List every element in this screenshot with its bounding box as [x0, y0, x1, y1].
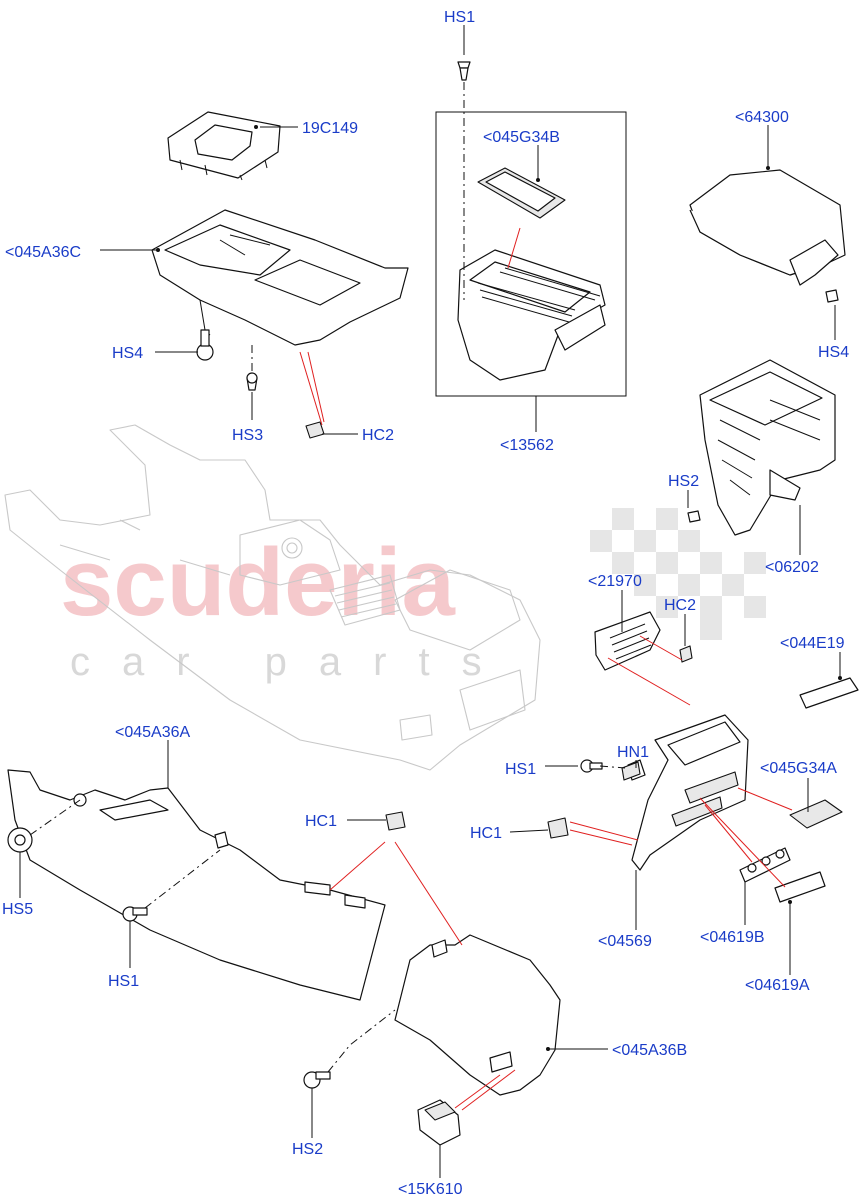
label-hs4-right: HS4	[818, 344, 849, 361]
label-04569: <04569	[598, 933, 652, 950]
label-045A36C: <045A36C	[5, 244, 81, 261]
part-15K610	[417, 1099, 461, 1146]
part-04569	[627, 714, 749, 871]
reference-lines	[299, 227, 793, 1111]
fastener-hs1-mid	[580, 759, 641, 781]
label-hs2-right: HS2	[668, 473, 699, 490]
part-64300	[689, 166, 846, 303]
ghost-console	[4, 424, 541, 771]
label-hs2-bottom: HS2	[292, 1141, 323, 1158]
watermark: scuderia car parts	[60, 508, 766, 684]
fastener-hs2-bottom	[303, 1071, 331, 1089]
part-045G34A	[789, 799, 843, 829]
watermark-sub: car parts	[70, 640, 514, 684]
label-04619A: <04619A	[745, 977, 810, 994]
part-045A36A	[7, 769, 386, 1001]
part-045G34B	[477, 167, 566, 219]
fastener-hc1-right	[547, 817, 569, 839]
part-04619A	[774, 871, 826, 904]
label-64300: <64300	[735, 109, 789, 126]
label-045A36A: <045A36A	[115, 724, 191, 741]
label-hs1-mid: HS1	[505, 761, 536, 778]
label-hc1-left: HC1	[305, 813, 337, 830]
label-hc1-right: HC1	[470, 825, 502, 842]
label-21970: <21970	[588, 573, 642, 590]
part-04619B	[739, 847, 791, 883]
part-21970	[594, 611, 693, 671]
fastener-hs1-bottom	[122, 906, 148, 922]
center-lines	[29, 82, 626, 1073]
fastener-hs3	[246, 372, 258, 391]
label-06202: <06202	[765, 559, 819, 576]
part-13562	[435, 111, 627, 397]
watermark-main: scuderia	[60, 529, 455, 636]
label-13562: <13562	[500, 437, 554, 454]
watermark-checker	[590, 508, 766, 640]
label-045A36B: <045A36B	[612, 1042, 687, 1059]
part-044E19	[799, 676, 859, 709]
label-hs1-bottom: HS1	[108, 973, 139, 990]
label-hc2-left: HC2	[362, 427, 394, 444]
part-045A36B	[394, 934, 561, 1096]
label-hc2-right: HC2	[664, 597, 696, 614]
label-044E19: <044E19	[780, 635, 845, 652]
fastener-hs1-top	[457, 61, 471, 81]
part-06202	[687, 359, 836, 536]
label-15K610: <15K610	[398, 1181, 463, 1198]
label-045G34A: <045G34A	[760, 760, 837, 777]
label-19C149: 19C149	[302, 120, 358, 137]
part-045A36C	[151, 209, 409, 346]
label-04619B: <04619B	[700, 929, 765, 946]
callout-labels: HS1 19C149 <045G34B <64300 <045A36C HS4 …	[2, 9, 849, 1198]
label-045G34B: <045G34B	[483, 129, 560, 146]
label-hs5: HS5	[2, 901, 33, 918]
part-19C149	[167, 111, 281, 181]
label-hs1-top: HS1	[444, 9, 475, 26]
callout-leaders	[19, 25, 841, 1178]
label-hn1: HN1	[617, 744, 649, 761]
fastener-hs5	[7, 827, 33, 853]
label-hs4-left: HS4	[112, 345, 143, 362]
fastener-hs4-left	[196, 329, 214, 361]
fastener-hc1-left	[385, 811, 406, 831]
label-hs3: HS3	[232, 427, 263, 444]
